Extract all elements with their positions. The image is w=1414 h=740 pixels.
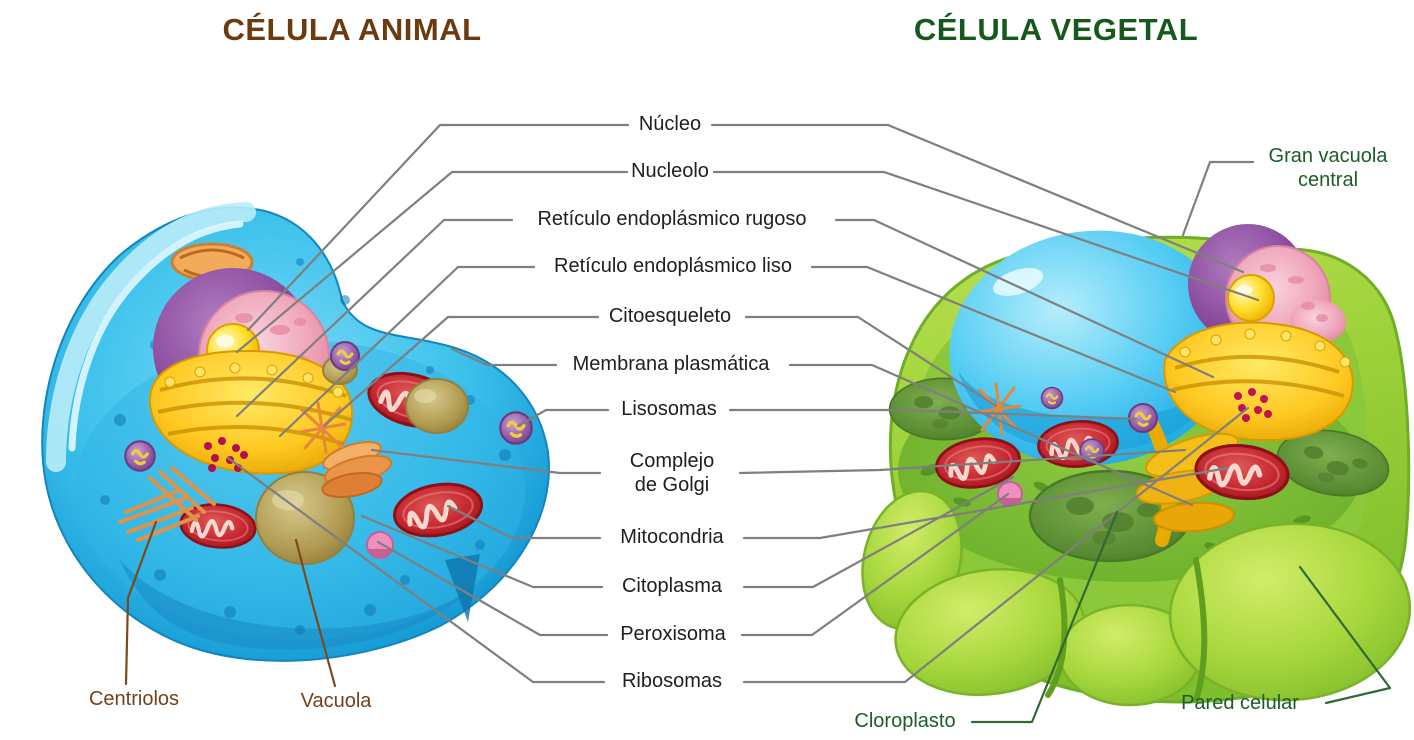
line-re-liso-vegetal xyxy=(810,265,1177,394)
lysosome-illustration xyxy=(498,410,534,446)
line-re-rugoso-vegetal xyxy=(834,218,1215,379)
line-lisosomas-animal xyxy=(516,408,610,428)
label-membrana-plasmatica: Membrana plasmática xyxy=(572,353,770,375)
line-ribosomas-animal xyxy=(226,456,606,684)
label-complejo-golgi: Complejo de Golgi xyxy=(629,450,715,496)
label-ribosomas: Ribosomas xyxy=(621,670,723,692)
line-citoplasma-animal xyxy=(360,514,604,589)
membrane-pores xyxy=(100,258,511,635)
line-mitocondria-animal xyxy=(446,504,602,540)
endoplasmic-reticulum-illustration xyxy=(148,349,354,475)
line-citoesqueleto-animal xyxy=(322,315,600,428)
line-ribosomas-vegetal xyxy=(742,406,1250,684)
label-centriolos: Centriolos xyxy=(88,688,180,710)
line-gran-vacuola xyxy=(1181,160,1255,237)
label-mitocondria: Mitocondria xyxy=(620,526,724,548)
cytoskeleton-illustration xyxy=(298,401,347,454)
peroxisome-illustration xyxy=(997,481,1023,507)
line-membrana-vegetal xyxy=(788,363,1194,507)
golgi-apparatus-illustration xyxy=(321,441,393,499)
label-citoplasma: Citoplasma xyxy=(621,575,723,597)
label-pared-celular: Pared celular xyxy=(1181,692,1299,714)
label-vacuola: Vacuola xyxy=(300,690,372,712)
line-membrana-animal xyxy=(450,347,558,367)
label-nucleo: Núcleo xyxy=(638,113,702,135)
animal-cell-illustration xyxy=(41,202,550,662)
lysosome-illustration xyxy=(1040,386,1064,410)
peroxisome-illustration xyxy=(366,531,394,559)
line-re-liso-animal xyxy=(278,265,536,438)
animal-cell-title: CÉLULA ANIMAL xyxy=(222,12,482,47)
label-lisosomas: Lisosomas xyxy=(621,398,717,420)
line-peroxisoma-vegetal xyxy=(740,492,1010,637)
cytoskeleton-illustration xyxy=(976,382,1022,436)
label-peroxisoma: Peroxisoma xyxy=(620,623,726,645)
line-nucleo-vegetal xyxy=(710,123,1245,274)
label-gran-vacuola-central: Gran vacuola central xyxy=(1268,145,1388,191)
label-reticulo-rugoso: Retículo endoplásmico rugoso xyxy=(537,208,807,230)
leader-lines-vegetal-green xyxy=(970,510,1392,724)
lysosome-illustration xyxy=(123,439,157,473)
leader-lines-animal-brown xyxy=(124,520,337,688)
vegetal-cell-title: CÉLULA VEGETAL xyxy=(913,12,1199,47)
line-vacuola xyxy=(294,538,337,688)
line-citoesqueleto-vegetal xyxy=(744,315,998,408)
centrioles-illustration xyxy=(118,466,216,542)
line-cloroplasto xyxy=(970,510,1119,724)
lysosome-illustration xyxy=(1078,437,1106,465)
label-reticulo-liso: Retículo endoplásmico liso xyxy=(554,255,792,277)
line-nucleolo-vegetal xyxy=(712,170,1260,302)
line-lisosomas-vegetal xyxy=(728,408,1138,421)
ribosomes-illustration xyxy=(1234,388,1272,422)
label-citoesqueleto: Citoesqueleto xyxy=(608,305,732,327)
label-cloroplasto: Cloroplasto xyxy=(854,710,956,732)
line-golgi-vegetal xyxy=(738,448,1187,475)
line-nucleo-animal xyxy=(246,123,630,332)
line-centriolos xyxy=(124,520,158,686)
leader-lines xyxy=(226,123,1260,684)
label-nucleolo: Nucleolo xyxy=(631,160,709,182)
nucleus-illustration xyxy=(1188,224,1346,351)
line-re-rugoso-animal xyxy=(235,218,514,418)
line-golgi-animal xyxy=(370,448,602,475)
line-citoplasma-vegetal xyxy=(742,475,1015,589)
line-mitocondria-vegetal xyxy=(742,466,1230,540)
plant-cell-illustration xyxy=(861,224,1412,707)
line-pared-celular xyxy=(1298,565,1392,705)
line-nucleolo-animal xyxy=(235,170,629,354)
line-peroxisoma-animal xyxy=(376,540,609,637)
